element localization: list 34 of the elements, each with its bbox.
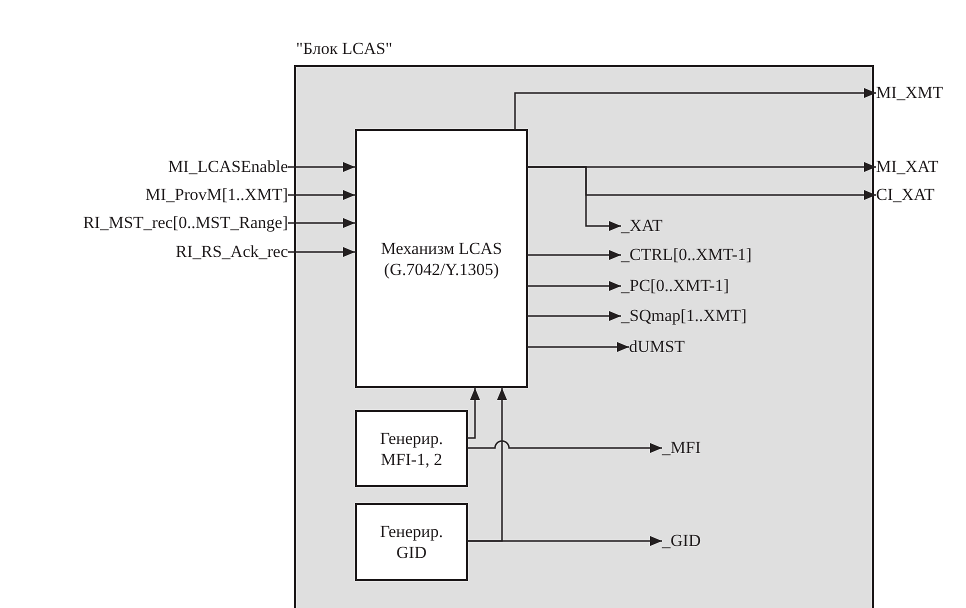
box-label: Механизм LCAS (G.7042/Y.1305) xyxy=(380,238,504,280)
signal-label: dUMST xyxy=(629,337,685,357)
signal-label: RI_RS_Ack_rec xyxy=(176,242,288,262)
arrow xyxy=(468,440,662,453)
box-label: Генерир. MFI-1, 2 xyxy=(378,428,444,470)
signal-label: MI_XMT xyxy=(876,83,944,103)
process-box xyxy=(355,503,468,581)
signal-label: _PC[0..XMT-1] xyxy=(621,276,729,296)
signal-label: _MFI xyxy=(662,438,701,458)
arrow xyxy=(288,162,355,172)
signal-label: _GID xyxy=(662,531,701,551)
signal-label: MI_LCASEnable xyxy=(168,157,288,177)
signal-label: MI_XAT xyxy=(876,157,938,177)
arrow xyxy=(288,190,355,200)
signal-label: _CTRL[0..XMT-1] xyxy=(621,245,752,265)
arrow xyxy=(288,218,355,228)
process-box xyxy=(355,410,468,487)
arrow xyxy=(528,281,621,291)
arrow xyxy=(514,88,876,129)
process-box xyxy=(355,129,528,388)
arrow xyxy=(528,311,621,321)
arrow xyxy=(528,166,621,231)
arrow xyxy=(468,536,662,546)
signal-label: CI_XAT xyxy=(876,185,935,205)
arrow xyxy=(468,388,480,439)
signal-label: MI_ProvM[1..XMT] xyxy=(145,185,288,205)
arrow xyxy=(288,247,355,257)
signal-label: _SQmap[1..XMT] xyxy=(621,306,747,326)
box-label: Генерир. GID xyxy=(378,521,444,563)
arrow xyxy=(528,342,629,352)
signal-label: _XAT xyxy=(621,216,663,236)
block-title: "Блок LCAS" xyxy=(296,39,392,59)
arrow xyxy=(528,250,621,260)
signal-label: RI_MST_rec[0..MST_Range] xyxy=(83,213,288,233)
